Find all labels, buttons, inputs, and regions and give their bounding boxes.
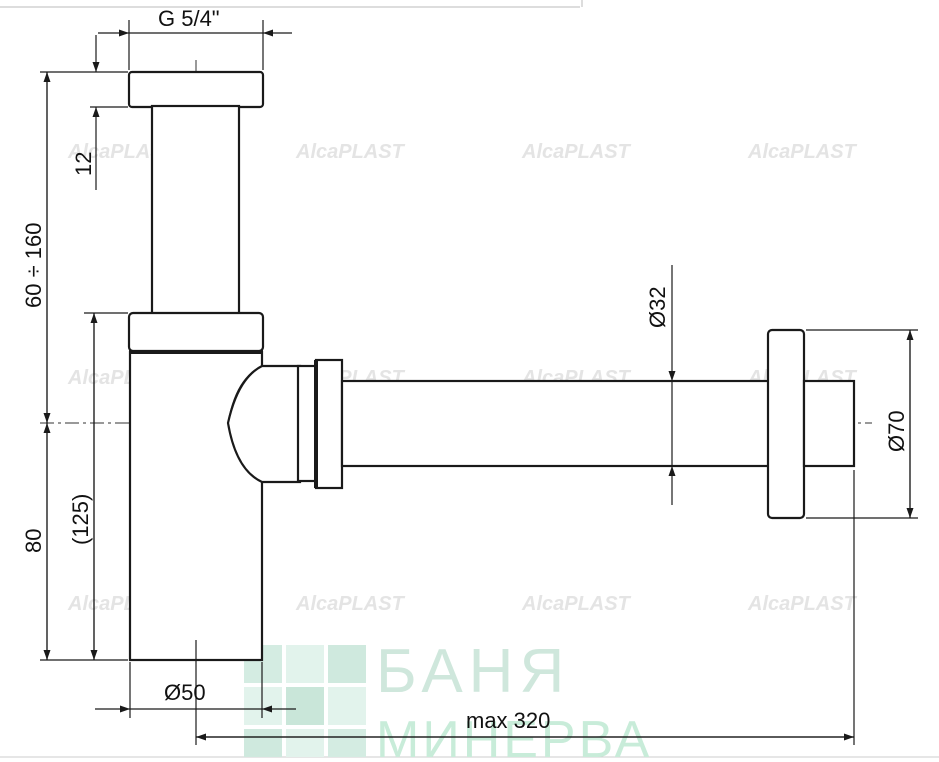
vertical-tube <box>150 104 241 316</box>
watermark: AlcaPLAST <box>295 593 406 615</box>
dim-thread-label: G 5/4" <box>158 6 220 31</box>
siphon-body <box>127 70 856 662</box>
watermark: AlcaPLAST <box>747 141 858 163</box>
brand-line-1: БАНЯ <box>376 637 570 706</box>
body-ring <box>127 311 265 353</box>
watermark: AlcaPLAST <box>67 141 178 163</box>
coupling-nut <box>296 364 318 483</box>
dim-height-range-label: 60 ÷ 160 <box>21 223 46 308</box>
dim-flange-diameter-label: Ø70 <box>884 410 909 452</box>
wall-sleeve <box>802 379 856 468</box>
dim-body-height-label: (125) <box>68 494 93 545</box>
watermark: AlcaPLAST <box>521 141 632 163</box>
watermark: AlcaPLAST <box>521 593 632 615</box>
dim-bottom-height-label: 80 <box>21 529 46 553</box>
dim-body-diameter-label: Ø50 <box>164 680 206 705</box>
dim-nut-height-label: 12 <box>71 152 96 176</box>
wall-flange <box>766 328 806 520</box>
coupling-ring <box>314 358 344 490</box>
brand-logo-icon <box>244 645 366 757</box>
brand-watermark: БАНЯ МИНЕРВА <box>244 637 649 762</box>
horizontal-pipe <box>340 379 774 468</box>
dim-pipe-diameter-label: Ø32 <box>645 286 670 328</box>
dimension-lines <box>40 20 918 745</box>
dim-length-label: max 320 <box>466 708 550 733</box>
watermark: AlcaPLAST <box>747 593 858 615</box>
top-nut <box>127 70 265 109</box>
watermark: AlcaPLAST <box>295 141 406 163</box>
